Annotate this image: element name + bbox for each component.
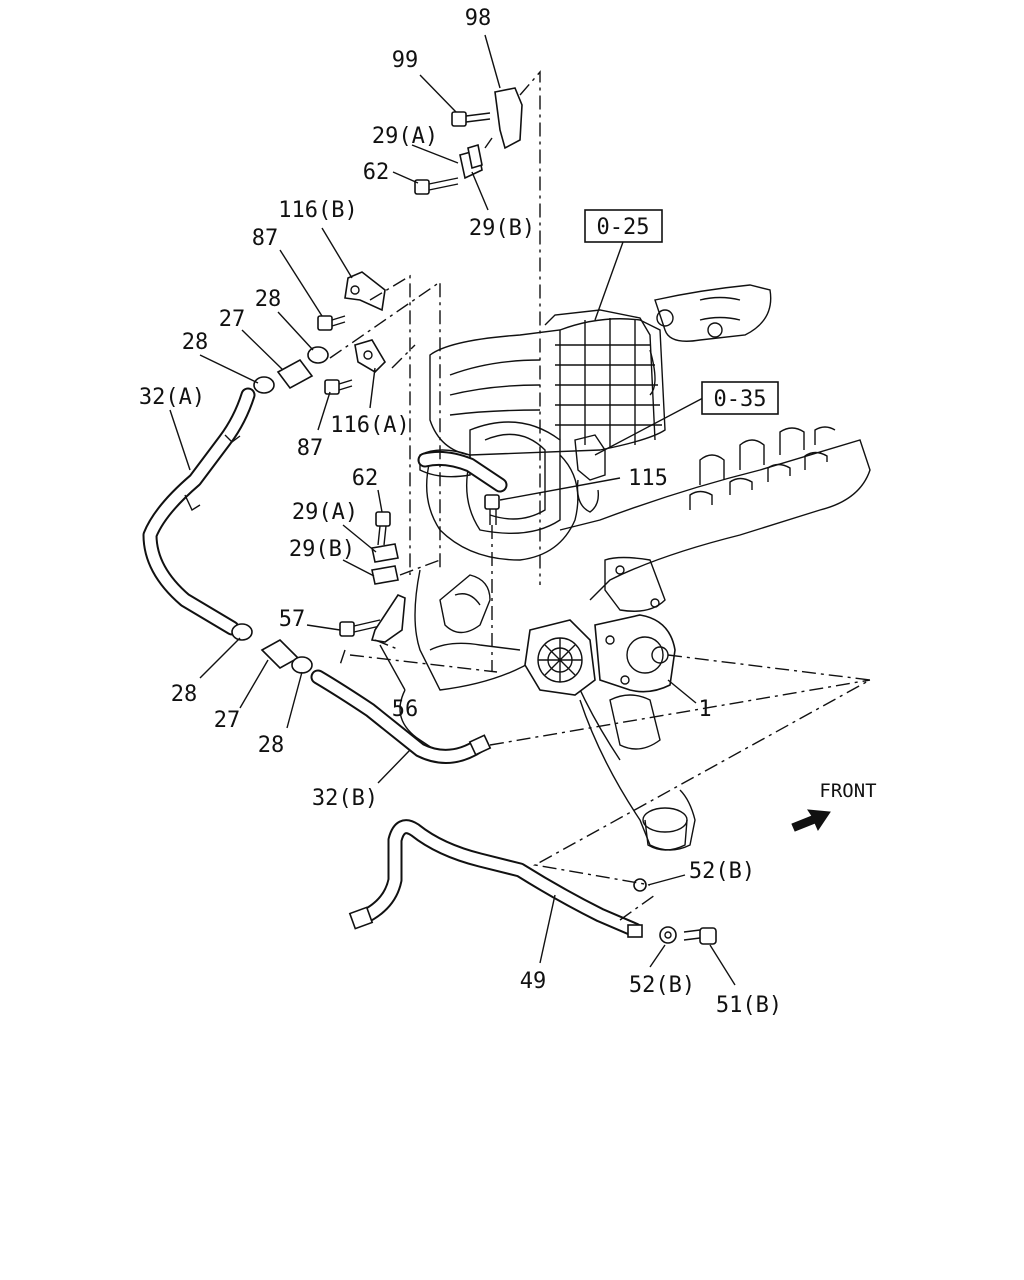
callout-32b: 32(B) [312,786,378,811]
front-label: FRONT [819,780,876,802]
callout-62-top: 62 [363,160,390,185]
callout-98: 98 [465,6,492,31]
leader-lines [169,34,736,986]
callout-116a: 116(A) [330,413,409,438]
hose-32b [310,669,492,764]
hose-top-left [417,450,508,493]
pipe-49 [348,819,643,938]
reference-0-35-label: 0-35 [714,387,767,412]
reference-box-0-35: 0-35 [701,381,779,415]
callout-27-bot: 27 [214,708,241,733]
callout-51b: 51(B) [716,993,782,1018]
callout-56: 56 [392,697,419,722]
callout-52b-top: 52(B) [689,859,755,884]
callout-32a: 32(A) [139,385,205,410]
callout-labels: 98 99 29(A) 62 29(B) 116(B) 87 28 27 28 … [139,6,782,1018]
callout-28-d: 28 [258,733,285,758]
callout-1: 1 [698,697,711,722]
callout-57: 57 [279,607,306,632]
callout-29a-mid: 29(A) [292,500,358,525]
hose-32a [142,387,256,636]
callout-29a-top: 29(A) [372,124,438,149]
callout-115: 115 [628,466,668,491]
front-indicator: FRONT [791,780,877,832]
callout-116b: 116(B) [278,198,357,223]
callout-28-c: 28 [171,682,198,707]
callout-29b-mid: 29(B) [289,537,355,562]
callout-29b-top: 29(B) [469,216,535,241]
callout-52b-bot: 52(B) [629,973,695,998]
callout-62-mid: 62 [352,466,379,491]
callout-49: 49 [520,969,547,994]
callout-87-mid: 87 [297,436,324,461]
reference-box-0-25: 0-25 [584,209,663,243]
dashed-lines [329,70,873,921]
hardware-parts [231,87,717,945]
callout-28-b: 28 [182,330,209,355]
callout-87-top: 87 [252,226,279,251]
engine-block-illustration [399,284,871,851]
reference-0-25-label: 0-25 [597,215,650,240]
front-arrow-icon [791,809,831,832]
callout-27-top: 27 [219,307,246,332]
callout-99: 99 [392,48,419,73]
callout-28-a: 28 [255,287,282,312]
